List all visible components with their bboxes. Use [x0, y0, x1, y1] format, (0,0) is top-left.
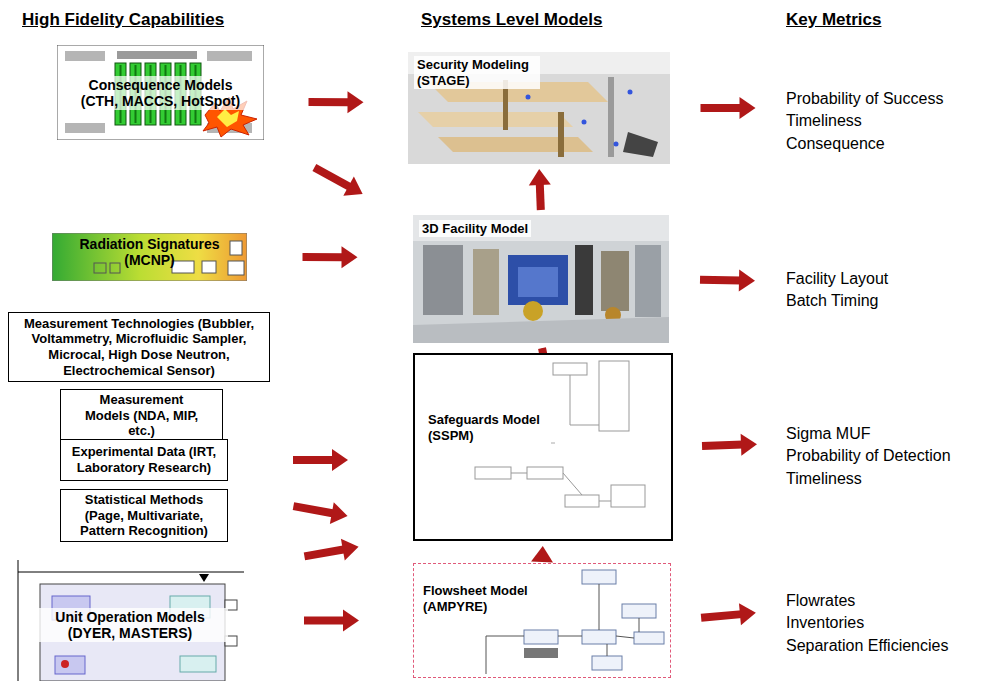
arrow-head: [330, 502, 348, 524]
metric-text: Inventories: [786, 612, 982, 634]
column-heading: Key Metrics: [786, 10, 881, 30]
node-label: Radiation Signatures (MCNP): [75, 236, 225, 268]
flow-arrow: [701, 603, 756, 625]
arrow-shaft: [701, 614, 742, 618]
arrow-shaft: [314, 168, 350, 188]
measurement-models: Measurement Models (NDA, MIP, etc.): [60, 389, 223, 442]
arrow-shaft: [293, 506, 333, 513]
arrow-head: [531, 546, 553, 562]
metric-text: Probability of Success: [786, 88, 976, 110]
metric-text: Sigma MUF: [786, 423, 982, 445]
security-model: Security Modeling (STAGE): [408, 52, 670, 164]
flow-arrow: [701, 97, 756, 119]
node-label: Consequence Models (CTH, MACCS, HotSpot): [70, 76, 251, 110]
node-label: Experimental Data (IRT, Laboratory Resea…: [65, 444, 223, 475]
arrow-shaft: [700, 276, 741, 285]
metric-text: Timeliness: [786, 468, 982, 490]
metric-text: Probability of Detection: [786, 445, 982, 467]
unit-operation-models: Unit Operation Models (DYER, MASTERS): [10, 560, 250, 681]
flow-arrow: [314, 168, 362, 196]
metric-list: Sigma MUFProbability of DetectionTimelin…: [786, 423, 982, 490]
arrow-head: [343, 177, 362, 196]
safeguards-model: Safeguards Model (SSPM): [413, 353, 673, 541]
metric-text: Facility Layout: [786, 268, 976, 290]
arrow-shaft: [701, 104, 742, 112]
arrow-head: [332, 449, 348, 471]
metric-text: Batch Timing: [786, 290, 976, 312]
arrow-head: [343, 610, 359, 632]
metric-group: Facility LayoutBatch Timing: [786, 268, 976, 313]
flow-arrow: [304, 610, 359, 632]
flow-arrow: [293, 449, 348, 471]
node-label: Measurement Models (NDA, MIP, etc.): [77, 392, 207, 439]
arrow-shaft: [540, 183, 541, 210]
arrow-head: [739, 97, 755, 119]
arrow-head: [341, 539, 359, 561]
node-illustration: [414, 564, 670, 677]
metric-list: Probability of SuccessTimelinessConseque…: [786, 88, 976, 155]
metric-group: FlowratesInventoriesSeparation Efficienc…: [786, 590, 982, 657]
arrow-shaft: [702, 445, 743, 446]
arrow-head: [739, 269, 755, 291]
column-heading: Systems Level Models: [421, 10, 602, 30]
node-label: Measurement Technologies (Bubbler, Volta…: [13, 316, 265, 378]
node-illustration: [415, 355, 671, 539]
column-heading: High Fidelity Capabilities: [22, 10, 224, 30]
flow-arrow: [304, 539, 358, 561]
flow-arrow: [531, 546, 553, 562]
arrow-shaft: [303, 253, 344, 261]
flow-arrow: [702, 434, 757, 456]
metric-group: Probability of SuccessTimelinessConseque…: [786, 88, 976, 155]
arrow-head: [529, 169, 551, 185]
facility-model: 3D Facility Model: [413, 215, 669, 343]
arrow-shaft: [304, 549, 344, 556]
metric-list: Facility LayoutBatch Timing: [786, 268, 976, 313]
metric-text: Flowrates: [786, 590, 982, 612]
arrow-head: [347, 91, 363, 113]
metric-text: Timeliness: [786, 110, 976, 132]
metric-list: FlowratesInventoriesSeparation Efficienc…: [786, 590, 982, 657]
metric-group: Sigma MUFProbability of DetectionTimelin…: [786, 423, 982, 490]
measurement-technologies: Measurement Technologies (Bubbler, Volta…: [8, 312, 270, 382]
arrow-shaft: [304, 617, 345, 625]
node-label: Unit Operation Models (DYER, MASTERS): [32, 608, 228, 642]
flow-arrow: [700, 269, 755, 291]
node-label: Safeguards Model (SSPM): [425, 411, 551, 444]
flow-arrow: [309, 91, 364, 113]
statistical-methods: Statistical Methods (Page, Multivariate,…: [60, 489, 228, 542]
arrow-head: [341, 246, 357, 268]
radiation-signatures: Radiation Signatures (MCNP): [52, 233, 247, 281]
node-label: Flowsheet Model (AMPYRE): [420, 582, 536, 615]
node-label: Statistical Methods (Page, Multivariate,…: [65, 492, 223, 539]
node-label: Security Modeling (STAGE): [414, 56, 540, 89]
arrow-head: [739, 603, 756, 625]
metric-text: Separation Efficiencies: [786, 635, 982, 657]
experimental-data: Experimental Data (IRT, Laboratory Resea…: [60, 439, 228, 481]
flow-arrow: [303, 246, 358, 268]
flow-arrow: [529, 169, 551, 210]
node-label: 3D Facility Model: [419, 220, 531, 237]
consequence-models: Consequence Models (CTH, MACCS, HotSpot): [57, 45, 264, 140]
arrow-head: [741, 434, 757, 456]
arrow-shaft: [293, 456, 334, 464]
metric-text: Consequence: [786, 133, 976, 155]
arrow-shaft: [309, 98, 350, 106]
flowsheet-model: Flowsheet Model (AMPYRE): [413, 563, 671, 678]
flow-arrow: [293, 502, 347, 524]
